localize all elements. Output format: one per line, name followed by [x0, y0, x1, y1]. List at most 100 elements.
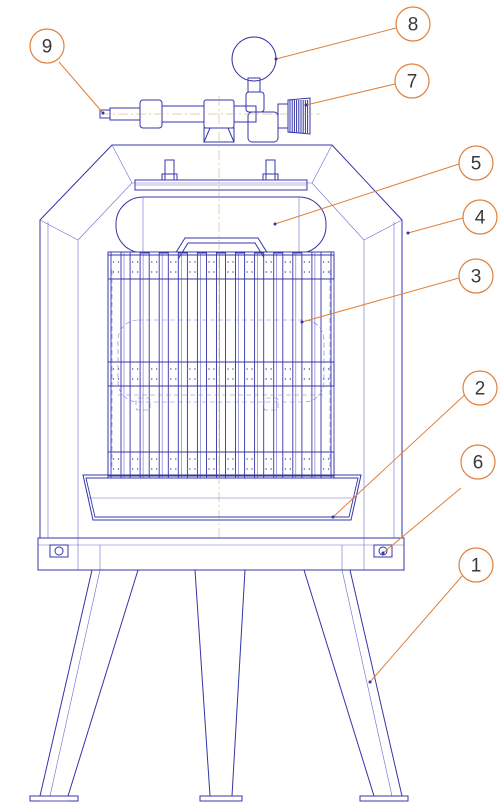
rivet	[151, 458, 153, 460]
basket-slat	[225, 251, 236, 479]
rivet	[213, 468, 215, 470]
rivet	[265, 468, 267, 470]
rivet	[132, 261, 134, 263]
callout-1: 1	[458, 547, 494, 583]
rivet	[112, 368, 115, 370]
rivet	[170, 378, 172, 380]
rivet	[322, 468, 325, 470]
rivet	[265, 378, 267, 380]
rivet	[232, 271, 234, 273]
rivet	[303, 368, 305, 370]
rivet	[170, 458, 172, 460]
rivet	[189, 271, 191, 273]
rivet	[227, 378, 229, 380]
rivet	[132, 458, 134, 460]
rivet	[156, 468, 158, 470]
rivet	[251, 271, 253, 273]
rivet	[175, 261, 177, 263]
rivet	[117, 468, 120, 470]
rivet	[289, 458, 291, 460]
basket-slat	[263, 251, 275, 479]
rivet	[170, 261, 172, 263]
callout-5-label: 5	[471, 154, 482, 175]
rivet	[194, 378, 196, 380]
basket-slat	[301, 251, 313, 479]
callout-2: 2	[462, 370, 498, 406]
rivet	[227, 468, 229, 470]
callout-3: 3	[458, 258, 494, 294]
rivet	[308, 368, 310, 370]
rivet	[194, 368, 196, 370]
rivet	[112, 468, 115, 470]
rivet	[327, 378, 330, 380]
callout-3-label: 3	[471, 267, 482, 288]
rivet	[132, 368, 134, 370]
rivet	[265, 458, 267, 460]
rivet	[232, 468, 234, 470]
rivet	[208, 368, 210, 370]
rivet	[112, 261, 115, 263]
rivet	[189, 468, 191, 470]
rivet	[156, 271, 158, 273]
rivet	[151, 378, 153, 380]
rivet	[246, 378, 248, 380]
rivet	[132, 468, 134, 470]
rivet	[175, 271, 177, 273]
rivet	[194, 271, 196, 273]
rivet	[270, 378, 272, 380]
basket-slat	[186, 251, 198, 479]
rivet	[137, 368, 139, 370]
rivet	[232, 458, 234, 460]
rivet	[189, 378, 191, 380]
rivet	[265, 261, 267, 263]
rivet	[251, 378, 253, 380]
rivet	[117, 271, 120, 273]
rivet	[322, 458, 325, 460]
rivet	[270, 261, 272, 263]
rivet	[265, 368, 267, 370]
rivet	[170, 271, 172, 273]
rivet	[137, 468, 139, 470]
rivet	[251, 458, 253, 460]
rivet	[327, 368, 330, 370]
basket-slat	[206, 251, 217, 479]
rivet	[132, 271, 134, 273]
rivet	[251, 468, 253, 470]
rivet	[284, 458, 286, 460]
rivet	[251, 261, 253, 263]
rivet	[151, 368, 153, 370]
rivet	[284, 468, 286, 470]
rivet	[265, 271, 267, 273]
rivet	[232, 261, 234, 263]
rivet	[303, 271, 305, 273]
rivet	[137, 458, 139, 460]
rivet	[270, 271, 272, 273]
rivet	[170, 368, 172, 370]
rivet	[137, 378, 139, 380]
rivet	[327, 271, 330, 273]
callout-1-label: 1	[471, 556, 482, 577]
rivet	[308, 458, 310, 460]
rivet	[303, 458, 305, 460]
callout-8-label: 8	[408, 15, 419, 36]
rivet	[327, 261, 330, 263]
rivet	[208, 271, 210, 273]
rivet	[151, 271, 153, 273]
rivet	[284, 368, 286, 370]
rivet	[308, 468, 310, 470]
callout-7-label: 7	[407, 72, 418, 93]
rivet	[112, 458, 115, 460]
rivet	[246, 261, 248, 263]
basket	[107, 251, 335, 479]
rivet	[232, 368, 234, 370]
rivet	[270, 368, 272, 370]
basket-rivets	[112, 261, 330, 470]
rivet	[308, 378, 310, 380]
rivet	[213, 378, 215, 380]
rivet	[232, 378, 234, 380]
rivet	[194, 261, 196, 263]
rivet	[175, 468, 177, 470]
rivet	[112, 378, 115, 380]
rivet	[156, 378, 158, 380]
rivet	[270, 458, 272, 460]
